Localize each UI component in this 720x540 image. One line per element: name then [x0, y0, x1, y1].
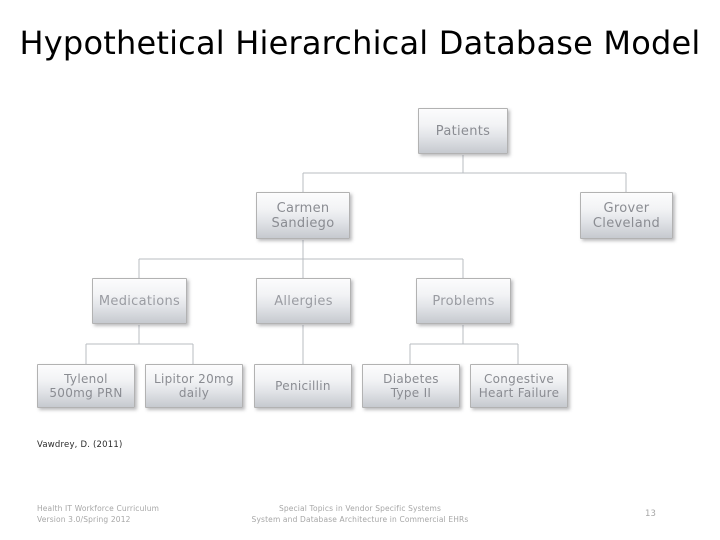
node-diabetes[interactable]: Diabetes Type II — [362, 364, 460, 408]
node-grover-cleveland[interactable]: Grover Cleveland — [580, 192, 673, 239]
node-congestive-heart-failure[interactable]: Congestive Heart Failure — [470, 364, 568, 408]
footer-course-title: Special Topics in Vendor Specific System… — [251, 504, 469, 524]
connector-lines — [85, 155, 627, 364]
node-lipitor[interactable]: Lipitor 20mg daily — [145, 364, 243, 408]
footer-curriculum-info: Health IT Workforce Curriculum Version 3… — [37, 504, 160, 524]
page-title: Hypothetical Hierarchical Database Model — [19, 24, 701, 62]
node-patients[interactable]: Patients — [418, 108, 508, 154]
citation-text: Vawdrey, D. (2011) — [37, 440, 123, 450]
node-medications[interactable]: Medications — [92, 278, 187, 324]
node-tylenol[interactable]: Tylenol 500mg PRN — [37, 364, 135, 408]
node-problems[interactable]: Problems — [416, 278, 511, 324]
node-carmen-sandiego[interactable]: Carmen Sandiego — [256, 192, 350, 239]
footer-page-number: 13 — [645, 509, 657, 519]
node-penicillin[interactable]: Penicillin — [254, 364, 352, 408]
hierarchy-diagram: Patients Carmen Sandiego Grover Clevelan… — [37, 108, 673, 408]
node-allergies[interactable]: Allergies — [256, 278, 351, 324]
